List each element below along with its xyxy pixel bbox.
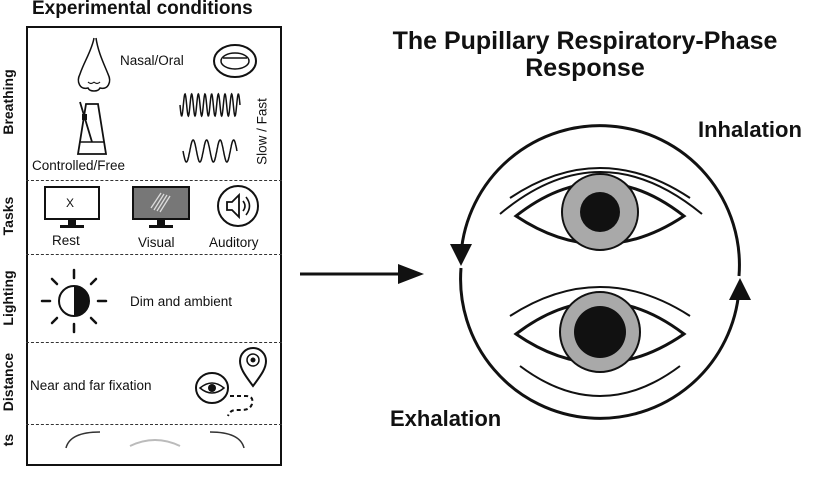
divider [26,180,282,181]
respiration-cycle [450,124,751,420]
arrow-right-icon [300,264,424,284]
row-label-extra: ts [0,433,16,447]
nose-icon [77,37,111,92]
eye-lower-icon [509,286,691,373]
slow-wave-icon [182,139,238,163]
partial-icon [65,431,245,449]
divider [26,342,282,343]
eye-icon [195,372,254,417]
monitor-visual-icon [132,186,190,228]
divider [26,254,282,255]
label-controlled-free: Controlled/Free [32,158,126,173]
screen-x: X [66,196,75,210]
label-inhalation: Inhalation [698,117,802,142]
label-nasal-oral: Nasal/Oral [120,53,184,68]
fast-wave-icon [179,92,241,118]
label-exhalation: Exhalation [390,406,502,431]
label-auditory: Auditory [209,235,259,250]
label-rest: Rest [52,233,80,248]
monitor-rest-icon [44,186,100,228]
half-sun-icon [40,268,108,334]
label-visual: Visual [138,235,175,250]
row-label-breathing: Breathing [0,69,16,135]
label-slow-fast: Slow / Fast [254,98,270,165]
speaker-icon [217,185,259,227]
metronome-icon [76,101,108,155]
panel-title: Experimental conditions [32,0,253,19]
open-mouth-icon [213,44,257,78]
diagram-title: The Pupillary Respiratory-Phase Response [392,27,778,82]
label-near-far: Near and far fixation [30,378,152,393]
label-dim-ambient: Dim and ambient [130,294,233,309]
location-pin-icon [238,347,268,388]
eye-upper-icon [509,167,691,251]
divider [26,424,282,425]
